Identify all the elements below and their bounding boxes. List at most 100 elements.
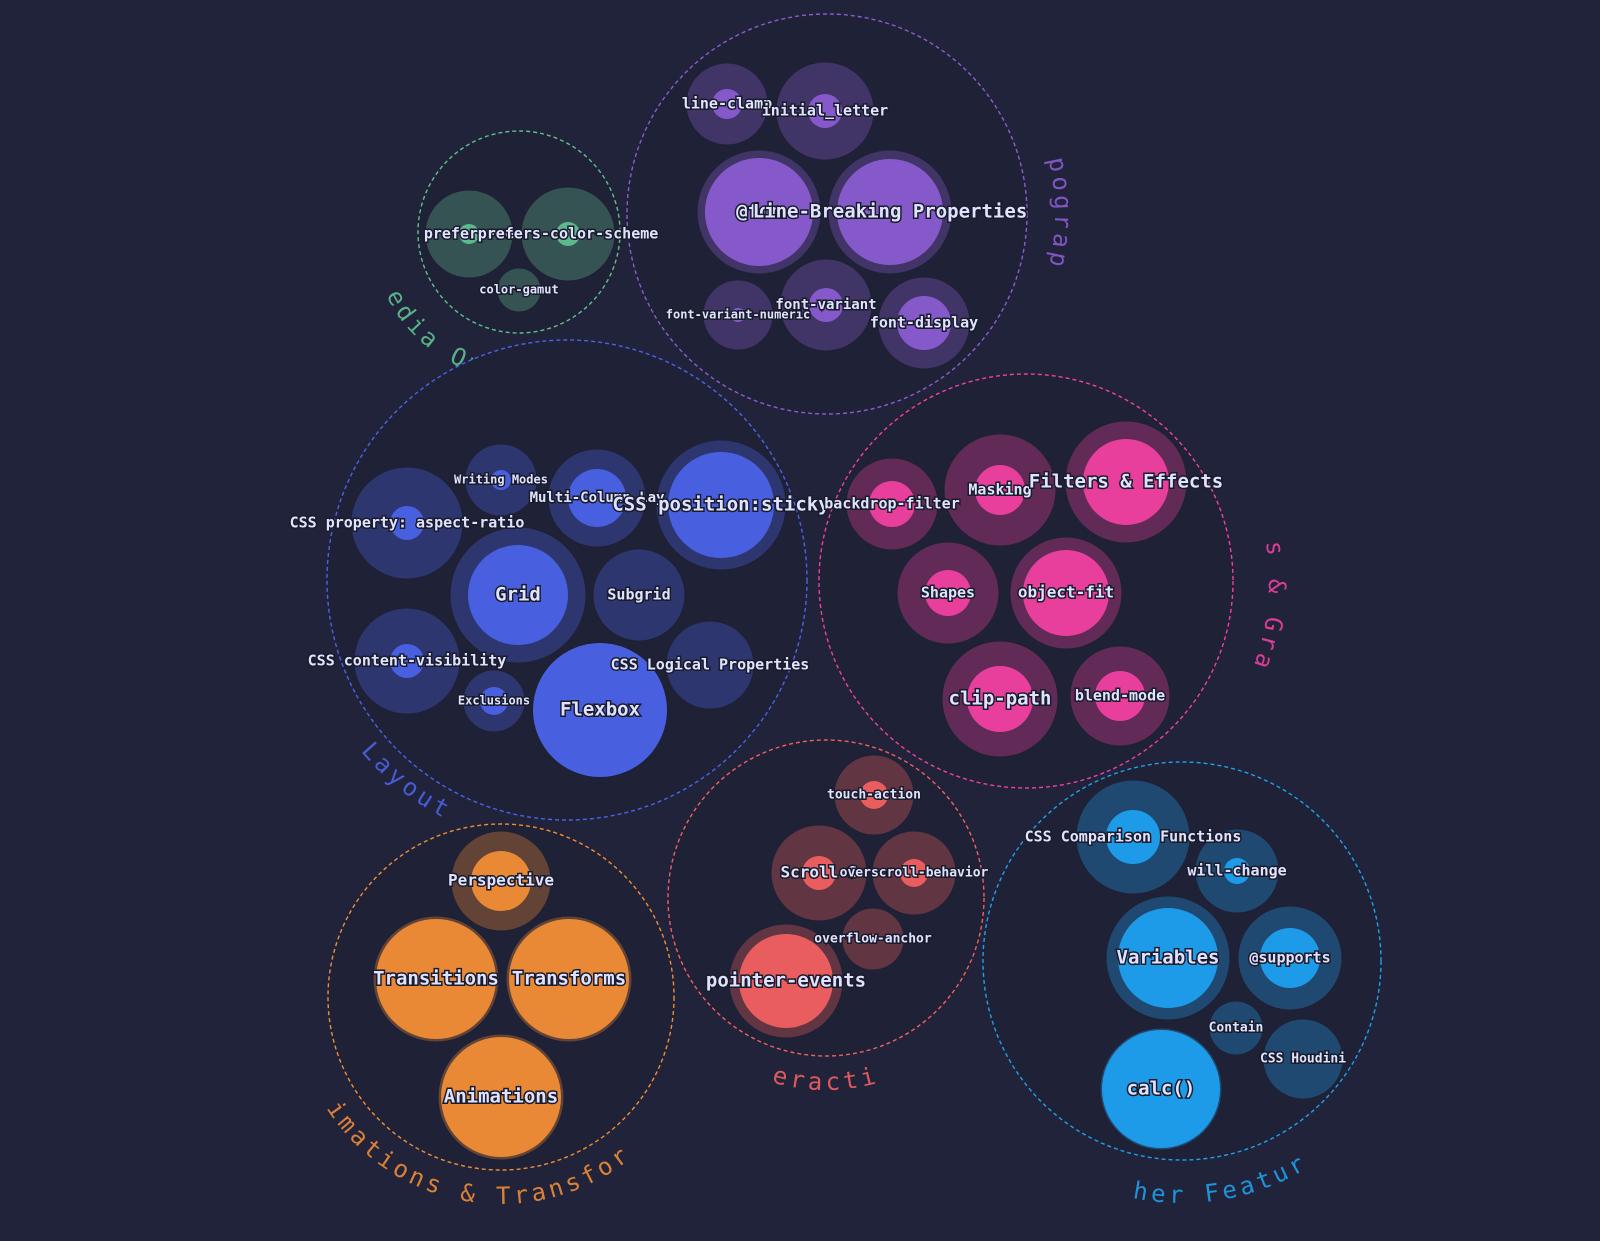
feature-bubble-inner[interactable] <box>1095 671 1145 721</box>
feature-css-comparison-functions[interactable] <box>1075 779 1191 895</box>
feature-label: touch-action <box>827 788 921 803</box>
feature-bubble-inner[interactable] <box>376 919 496 1039</box>
feature-bubble-inner[interactable] <box>897 296 951 350</box>
feature-label: prefers-re <box>424 225 514 243</box>
feature-bubble-inner[interactable] <box>808 94 842 128</box>
feature-bubble-inner[interactable] <box>1083 439 1169 525</box>
feature-bubble-inner[interactable] <box>459 224 479 244</box>
feature-contain[interactable] <box>1208 1000 1264 1056</box>
feature-bubble-inner[interactable] <box>868 934 878 944</box>
feature-prefers-reduced-motion[interactable] <box>424 189 514 279</box>
feature-variables[interactable] <box>1105 895 1231 1021</box>
feature-label: initial_letter <box>762 102 888 120</box>
feature-bubble-inner[interactable] <box>568 469 626 527</box>
feature-bubble-inner[interactable] <box>480 687 508 715</box>
feature-bubble-inner[interactable] <box>860 781 888 809</box>
feature-shapes[interactable] <box>896 541 1000 645</box>
feature-label: CSS Houdini <box>1260 1052 1346 1067</box>
feature-object-fit[interactable] <box>1009 536 1123 650</box>
feature-bubble-inner[interactable] <box>837 159 943 265</box>
feature-label: Masking <box>968 481 1031 499</box>
feature-bubble-inner[interactable] <box>468 545 568 645</box>
feature-blend-mode[interactable] <box>1069 645 1171 747</box>
feature-clip-path[interactable] <box>941 640 1059 758</box>
feature-subgrid[interactable] <box>592 548 686 642</box>
feature-font-display[interactable] <box>877 276 971 370</box>
feature-css-logical-properties[interactable] <box>665 620 755 710</box>
feature-label: font-display <box>870 314 978 332</box>
feature-bubble-outer[interactable] <box>496 267 542 313</box>
feature-bubble-inner[interactable] <box>390 644 424 678</box>
feature-bubble-inner[interactable] <box>802 856 836 890</box>
feature-bubble-inner[interactable] <box>705 158 813 266</box>
feature-color-gamut[interactable] <box>496 267 542 313</box>
feature-bubble-inner[interactable] <box>556 222 580 246</box>
feature-label: Scroll S <box>780 863 857 882</box>
feature-font-face[interactable] <box>696 149 822 275</box>
feature-line-clamp[interactable] <box>685 62 769 146</box>
feature-multi-column-layout[interactable] <box>547 448 647 548</box>
feature-bubble-inner[interactable] <box>1023 550 1109 636</box>
feature-css-property-aspect-ratio[interactable] <box>350 466 464 580</box>
feature-bubble-outer[interactable] <box>1208 1000 1264 1056</box>
feature-supports[interactable] <box>1237 905 1343 1011</box>
feature-bubble-inner[interactable] <box>731 308 745 322</box>
feature-bubble-inner[interactable] <box>900 859 928 887</box>
feature-bubble-inner[interactable] <box>809 288 843 322</box>
feature-label: CSS content-visibility <box>308 652 507 670</box>
feature-perspective[interactable] <box>450 830 552 932</box>
feature-transitions[interactable] <box>372 915 500 1043</box>
feature-bubble-inner[interactable] <box>441 1037 561 1157</box>
feature-bubble-outer[interactable] <box>592 548 686 642</box>
feature-bubble-inner[interactable] <box>668 452 774 558</box>
feature-overflow-anchor[interactable] <box>841 907 905 971</box>
feature-label: Multi-Column Lay <box>530 490 665 506</box>
feature-prefers-color-scheme[interactable] <box>520 186 616 282</box>
feature-bubble-inner[interactable] <box>712 89 742 119</box>
feature-flexbox[interactable] <box>532 642 668 778</box>
feature-pointer-events[interactable] <box>728 923 844 1039</box>
feature-bubble-inner[interactable] <box>869 481 915 527</box>
feature-bubble-inner[interactable] <box>739 934 833 1028</box>
feature-label: blend-mode <box>1075 687 1165 705</box>
feature-label: calc() <box>1127 1078 1196 1100</box>
feature-bubble-inner[interactable] <box>1102 1030 1220 1148</box>
feature-bubble-inner[interactable] <box>491 470 511 490</box>
feature-css-position-sticky[interactable] <box>655 439 787 571</box>
feature-font-variant[interactable] <box>779 258 873 352</box>
feature-bubble-inner[interactable] <box>509 919 629 1039</box>
feature-overscroll-behavior[interactable] <box>871 830 957 916</box>
feature-touch-action[interactable] <box>833 754 915 836</box>
feature-line-breaking-properties[interactable] <box>827 149 953 275</box>
feature-calc[interactable] <box>1099 1027 1223 1151</box>
feature-animations[interactable] <box>437 1033 565 1161</box>
feature-bubble-inner[interactable] <box>1118 908 1218 1008</box>
feature-bubble-outer[interactable] <box>665 620 755 710</box>
feature-writing-modes[interactable] <box>464 443 538 517</box>
feature-exclusions[interactable] <box>462 669 526 733</box>
feature-bubble-inner[interactable] <box>975 465 1025 515</box>
feature-bubble-inner[interactable] <box>1260 928 1320 988</box>
feature-transforms[interactable] <box>505 915 633 1043</box>
feature-label: Perspective <box>448 871 554 890</box>
feature-css-houdini[interactable] <box>1262 1018 1344 1100</box>
feature-filters-effects[interactable] <box>1064 420 1188 544</box>
feature-bubble-inner[interactable] <box>390 506 424 540</box>
feature-backdrop-filter[interactable] <box>845 457 939 551</box>
feature-masking[interactable] <box>943 433 1057 547</box>
feature-bubble-inner[interactable] <box>1224 858 1250 884</box>
feature-bubble-outer[interactable] <box>1262 1018 1344 1100</box>
feature-bubble-inner[interactable] <box>1106 810 1160 864</box>
feature-font-variant-numeric[interactable] <box>702 279 774 351</box>
feature-css-content-visibility[interactable] <box>353 607 461 715</box>
feature-scroll-snap[interactable] <box>770 824 868 922</box>
feature-bubble-inner[interactable] <box>967 666 1033 732</box>
feature-grid[interactable] <box>449 526 587 664</box>
feature-will-change[interactable] <box>1194 828 1280 914</box>
feature-bubble-inner[interactable] <box>533 643 667 777</box>
feature-bubble-inner[interactable] <box>471 851 531 911</box>
feature-bubble-inner[interactable] <box>925 570 971 616</box>
group-interactions-ring <box>667 739 985 1057</box>
feature-initial-letter[interactable] <box>775 61 875 161</box>
feature-label: Transitions <box>373 968 499 990</box>
